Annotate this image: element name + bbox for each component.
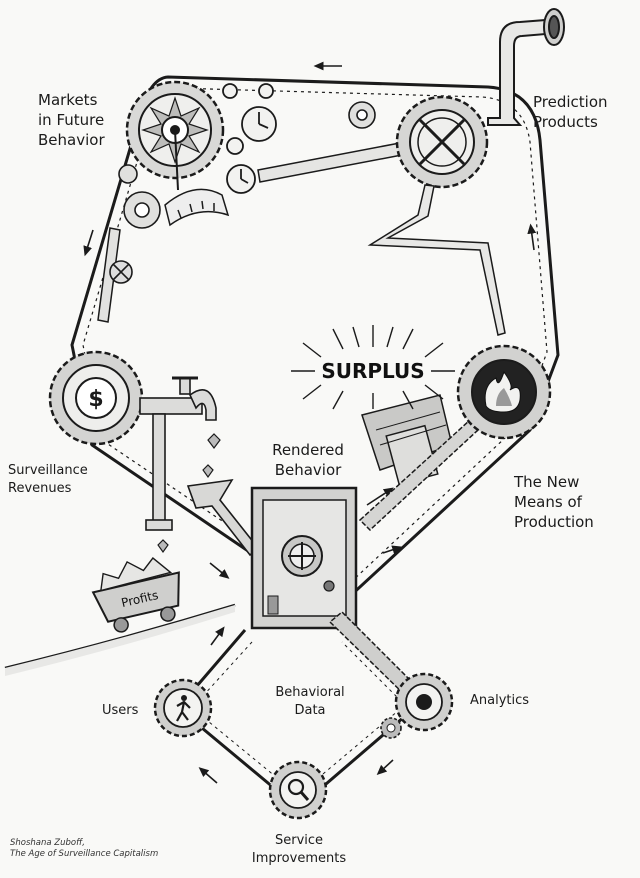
flow-arrow-right [527, 223, 537, 251]
analytics-belt [328, 610, 422, 702]
surplus-machine-icon [361, 394, 453, 486]
faucet-icon [139, 376, 217, 531]
surplus-label: SURPLUS [321, 359, 424, 383]
flow-arrow-to-safe [209, 562, 230, 579]
pipe-markets-prediction [257, 141, 408, 183]
label-new-means-of-production: The New Means of Production [514, 473, 594, 531]
flow-arrows [83, 61, 537, 784]
gear-icon [118, 101, 376, 229]
crossed-gear-icon [395, 95, 489, 189]
label-markets-in-future-behavior: Markets in Future Behavior [38, 91, 105, 149]
currency-symbol: $ [88, 387, 103, 412]
flow-arrow-right-2 [382, 545, 403, 555]
falling-surplus-icon [157, 433, 221, 554]
label-surveillance-revenues: Surveillance Revenues [8, 463, 88, 496]
flow-arrow-users [210, 626, 225, 646]
markets-gear-icon [125, 80, 225, 191]
pipe-icon [487, 8, 565, 126]
ground-fill [5, 605, 235, 676]
magnifier-icon [268, 760, 328, 820]
credit-block: Shoshana Zuboff, The Age of Surveillance… [10, 838, 158, 860]
label-analytics: Analytics [470, 693, 530, 708]
flow-arrow-left [83, 229, 94, 257]
gauge-icon [164, 188, 230, 227]
safe-icon [250, 486, 358, 630]
label-rendered-behavior: Rendered Behavior [272, 441, 344, 479]
flow-arrow-service-right [376, 759, 394, 776]
pipe-left [97, 227, 121, 323]
label-service-improvements: Service Improvements [251, 833, 347, 866]
credit-book: The Age of Surveillance Capitalism [10, 849, 159, 859]
dollar-gear-icon: $ [48, 350, 144, 446]
credit-author: Shoshana Zuboff, [10, 838, 85, 848]
fire-gear-icon [456, 344, 552, 440]
label-behavioral-data: Behavioral Data [275, 685, 345, 718]
mine-cart-icon: Profits [91, 557, 180, 633]
analytics-gear-icon [394, 672, 454, 732]
clock-icon [222, 83, 277, 194]
label-users: Users [102, 703, 139, 718]
flow-arrow-service-left [198, 767, 218, 784]
label-prediction-products: Prediction Products [533, 93, 608, 131]
walking-person-icon [153, 678, 213, 738]
flow-arrow-to-surplus [366, 487, 394, 506]
gear-icon [380, 717, 402, 739]
crossed-gear-small-icon [109, 260, 133, 284]
surplus-burst: SURPLUS [291, 325, 455, 410]
zigzag-chute [367, 184, 506, 336]
